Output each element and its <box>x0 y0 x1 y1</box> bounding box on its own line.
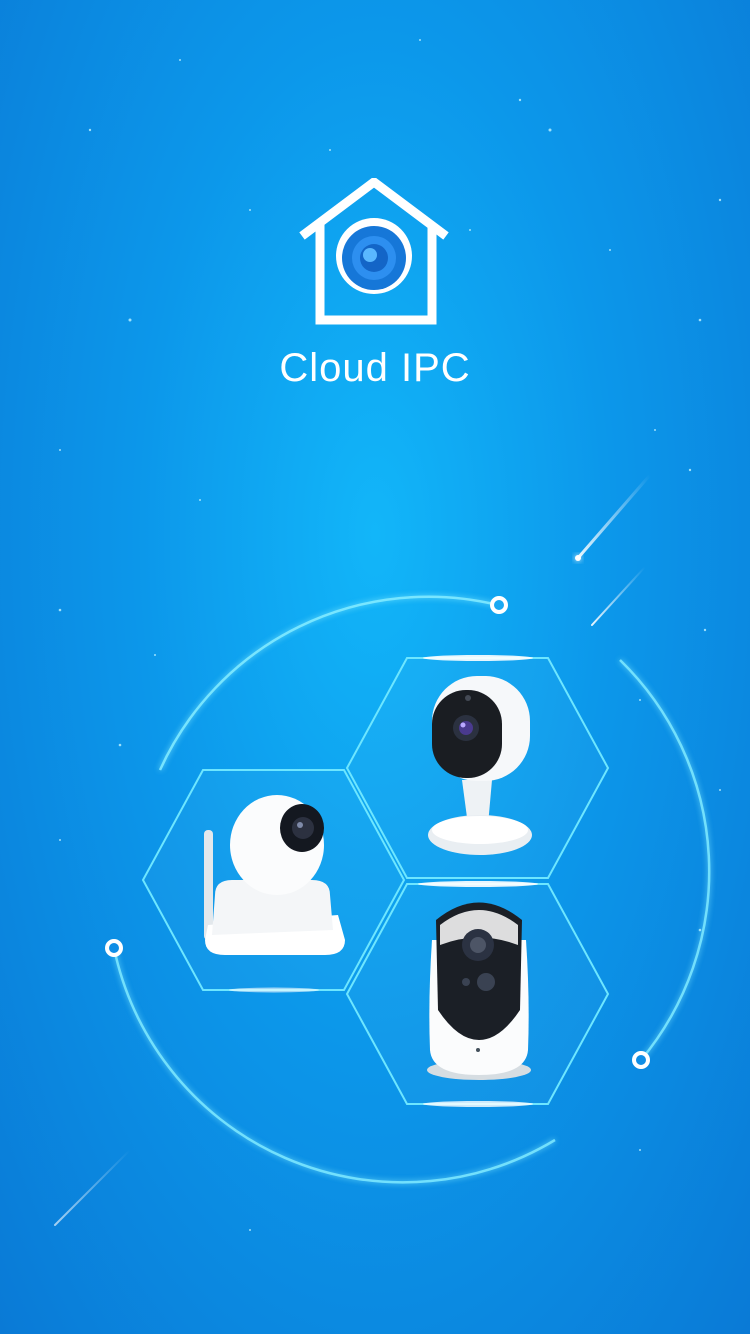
hexagon-highlights <box>229 655 538 1107</box>
star-field <box>58 39 722 1231</box>
streak <box>576 473 652 560</box>
streak-head <box>575 555 581 561</box>
hexagon-frames <box>141 657 610 1105</box>
streak <box>54 1149 131 1226</box>
cube-camera-icon <box>428 676 532 855</box>
pan-tilt-camera-icon <box>204 795 345 955</box>
hexagon-left <box>141 769 406 991</box>
hexagon-top-right <box>345 657 610 879</box>
app-title: Cloud IPC <box>279 346 471 390</box>
dome-camera-icon <box>427 902 531 1080</box>
orbit-ring <box>112 595 711 1184</box>
house-camera-icon <box>298 176 450 326</box>
hexagon-bottom-right <box>345 883 610 1105</box>
orbit-nodes <box>105 596 650 1069</box>
streak <box>591 566 646 626</box>
